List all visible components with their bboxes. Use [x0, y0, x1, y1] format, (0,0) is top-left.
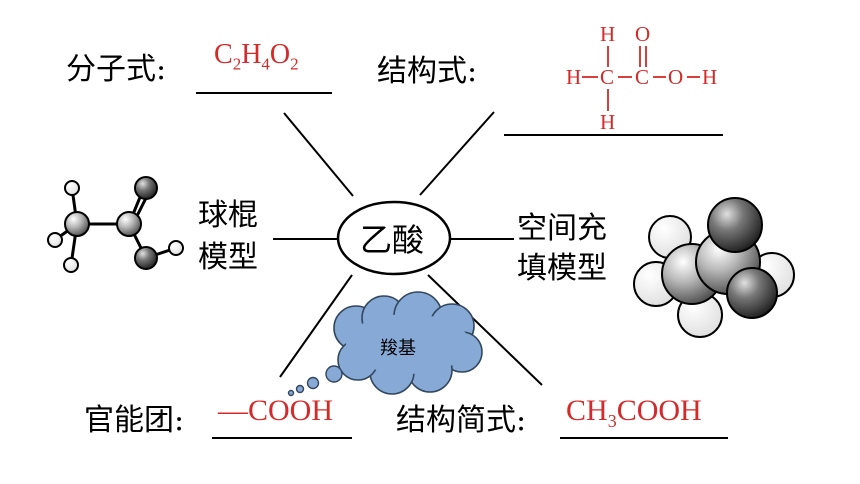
- atom-h-left: H: [566, 65, 582, 89]
- cloud-bubble: [295, 384, 305, 394]
- o-atom-sphere: [707, 197, 763, 253]
- atom-h-right: H: [702, 65, 718, 89]
- h-atom-ball: [47, 232, 63, 248]
- ball-stick-model: [47, 176, 184, 273]
- h-atom-ball: [64, 180, 80, 196]
- space-filling-label-line1: 空间充: [517, 211, 607, 246]
- spoke-top-right: [419, 111, 495, 196]
- o-atom-ball: [134, 176, 158, 200]
- structural-formula-label: 结构式:: [377, 54, 478, 89]
- spoke-bottom-left: [279, 274, 353, 378]
- spoke-lines: [273, 111, 543, 386]
- condensed-formula-underline: [560, 437, 728, 439]
- cloud-label: 羧基: [380, 338, 416, 359]
- atom-o-top: O: [635, 22, 651, 46]
- cloud-bubble: [306, 376, 320, 390]
- h-atom-ball: [63, 257, 79, 273]
- molecular-formula-label: 分子式:: [66, 52, 167, 87]
- c-atom-ball: [116, 211, 142, 237]
- spoke-top-left: [283, 112, 354, 197]
- atom-c-2: C: [635, 65, 650, 89]
- atom-c-1: C: [600, 65, 615, 89]
- functional-group-label: 官能团:: [84, 403, 185, 438]
- atom-h-bottom: H: [600, 110, 616, 134]
- space-filling-model: [633, 197, 795, 338]
- atom-h-top: H: [600, 22, 616, 46]
- structural-formula-bonds: [582, 46, 700, 111]
- condensed-formula-value: CH3COOH: [566, 394, 702, 431]
- spoke-bottom-right: [427, 274, 543, 386]
- functional-group-value: —COOH: [218, 394, 334, 427]
- ball-stick-label-line2: 模型: [198, 240, 258, 275]
- o-atom-sphere: [726, 267, 778, 319]
- structural-formula-underline: [504, 134, 723, 136]
- thought-cloud: [287, 291, 483, 397]
- molecular-formula-underline: [196, 92, 332, 94]
- h-atom-ball: [168, 240, 184, 256]
- c-atom-ball: [64, 211, 90, 237]
- cloud-bubble: [325, 365, 343, 383]
- space-filling-label-line2: 填模型: [517, 251, 607, 286]
- functional-group-underline: [212, 437, 352, 439]
- center-ellipse: [336, 200, 452, 276]
- cloud-bubble: [287, 389, 295, 397]
- atom-o-right: O: [668, 65, 684, 89]
- molecular-formula-value: C2H4O2: [214, 39, 299, 74]
- condensed-formula-label: 结构简式:: [396, 403, 527, 438]
- center-label: 乙酸: [360, 221, 425, 259]
- ball-stick-label-line1: 球棍: [198, 198, 258, 233]
- o-atom-ball: [134, 246, 158, 270]
